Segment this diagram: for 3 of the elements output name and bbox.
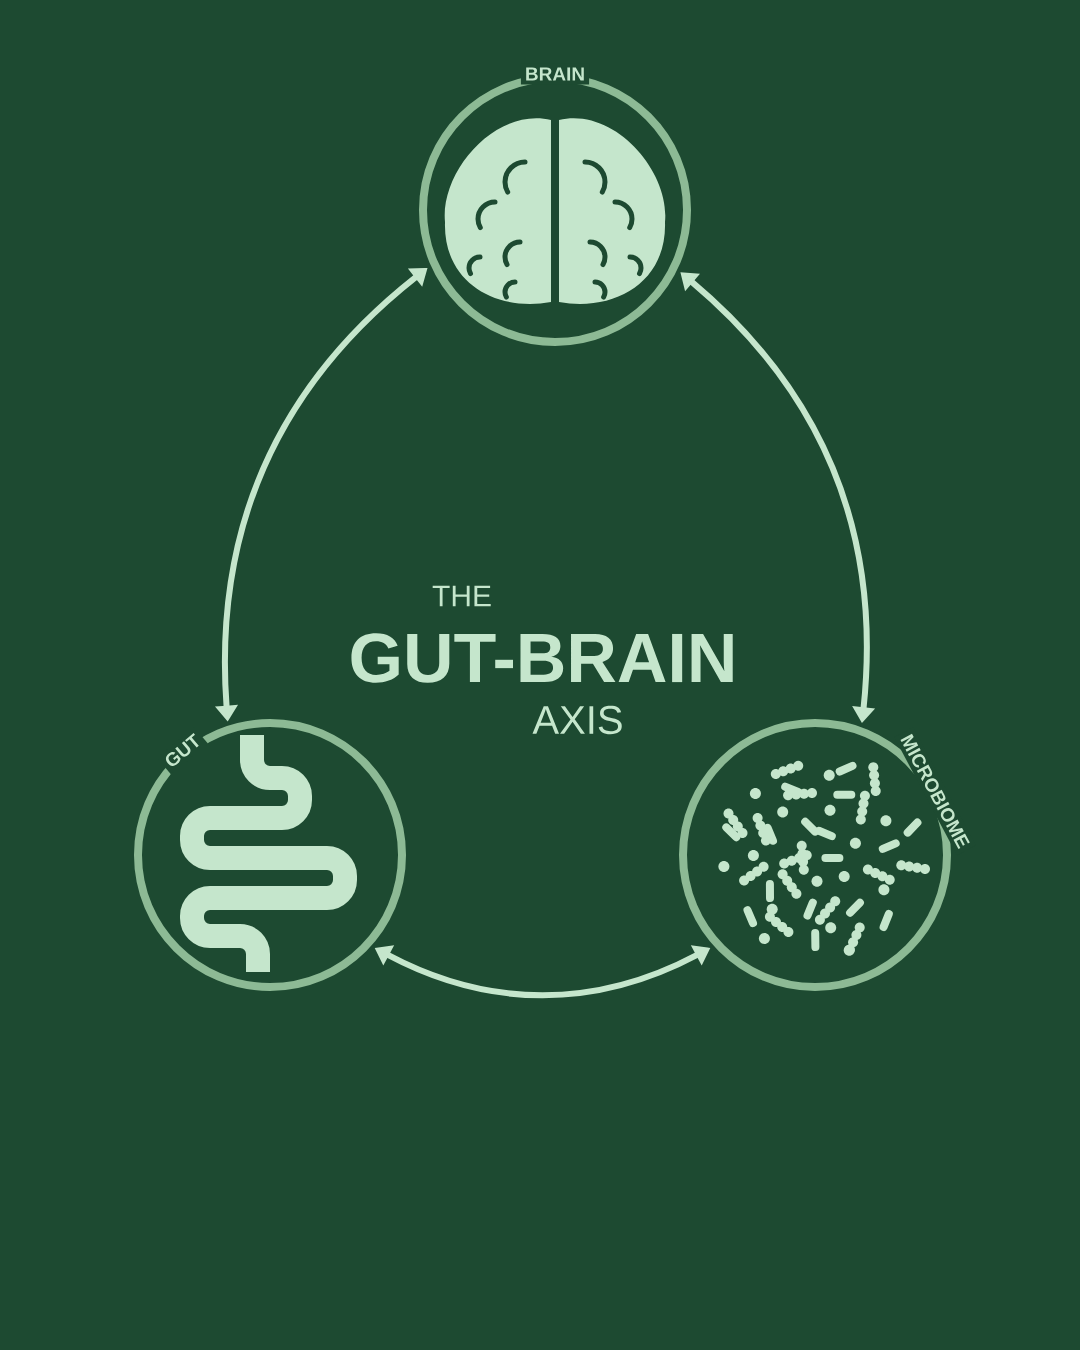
title-text: THE xyxy=(432,585,491,607)
title-text: GUT-BRAIN xyxy=(351,633,733,683)
title-text: AXIS xyxy=(532,705,622,735)
